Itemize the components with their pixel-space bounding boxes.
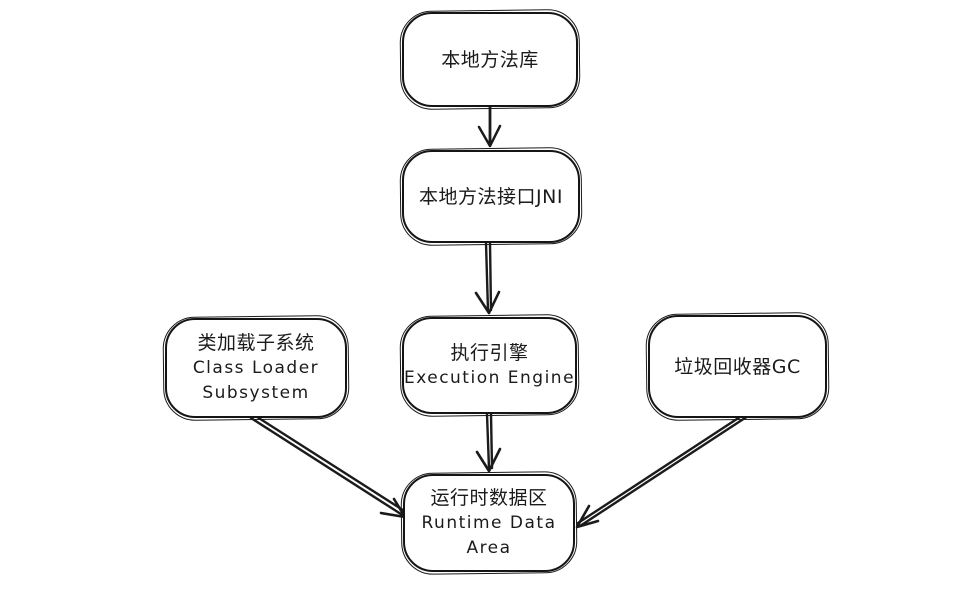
node-native-method-library-label: 本地方法库: [441, 48, 539, 71]
node-execution-engine-label-cn: 执行引擎: [450, 342, 529, 364]
node-execution-engine: 执行引擎 Execution Engine: [402, 317, 577, 414]
node-garbage-collector-label: 垃圾回收器GC: [674, 355, 801, 378]
node-execution-engine-label-en: Execution Engine: [403, 368, 576, 388]
node-class-loader-label-cn: 类加载子系统: [197, 332, 315, 354]
node-class-loader-subsystem: 类加载子系统 Class Loader Subsystem: [165, 318, 347, 418]
node-native-method-library: 本地方法库: [402, 12, 578, 107]
arrow-gc-to-runtime-data-area: [575, 411, 750, 529]
arrow-native-method-library-to-jni: [477, 104, 502, 148]
node-garbage-collector: 垃圾回收器GC: [648, 315, 827, 418]
node-runtime-data-area: 运行时数据区 Runtime Data Area: [403, 474, 575, 572]
node-runtime-data-area-label-cn: 运行时数据区: [430, 487, 548, 509]
node-class-loader-label-en2: Subsystem: [202, 383, 310, 403]
node-jni-label: 本地方法接口JNI: [419, 185, 563, 208]
node-class-loader-label-en1: Class Loader: [192, 358, 320, 378]
arrow-class-loader-to-runtime-data-area: [249, 413, 408, 519]
node-runtime-data-area-label-en1: Runtime Data: [421, 513, 557, 533]
node-jni: 本地方法接口JNI: [402, 150, 580, 243]
arrow-execution-engine-to-runtime-data-area: [475, 412, 502, 473]
arrow-jni-to-execution-engine: [474, 241, 501, 315]
node-runtime-data-area-label-en2: Area: [466, 538, 512, 558]
